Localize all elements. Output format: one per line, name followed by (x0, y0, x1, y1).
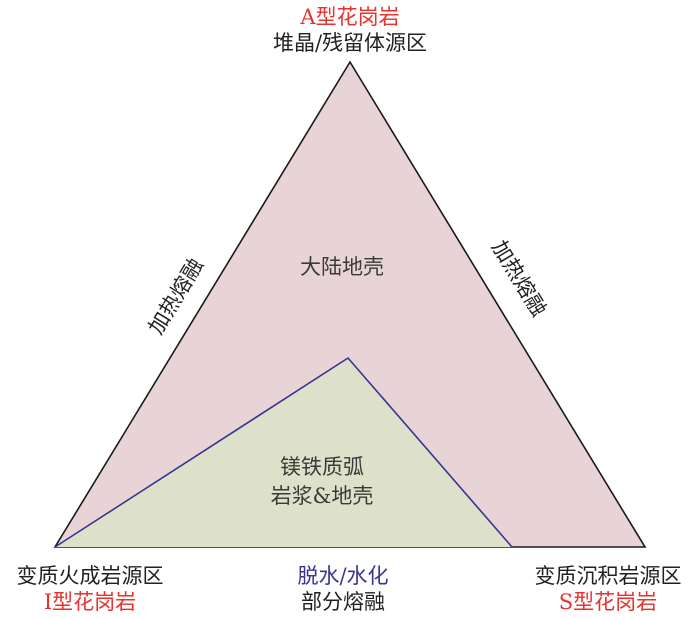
inner-region-label-line1: 镁铁质弧 (280, 455, 364, 479)
inner-triangle-mafic-arc (55, 358, 512, 547)
top-granite-type-label: A型花岗岩 (299, 5, 399, 29)
bottom-right-granite-type-label: S型花岗岩 (559, 590, 657, 614)
inner-triangle-outline (54, 356, 513, 548)
bottom-center-melting-label: 部分熔融 (301, 590, 385, 614)
bottom-right-source-label: 变质沉积岩源区 (535, 564, 682, 588)
inner-region-label-line2: 岩浆&地壳 (271, 484, 374, 508)
bottom-left-source-label: 变质火成岩源区 (17, 564, 164, 588)
bottom-center-process-label: 脱水/水化 (297, 564, 388, 588)
bottom-left-granite-type-label: I型花岗岩 (44, 590, 136, 614)
top-source-label: 堆晶/残留体源区 (273, 31, 427, 55)
outer-region-label: 大陆地壳 (300, 255, 384, 279)
